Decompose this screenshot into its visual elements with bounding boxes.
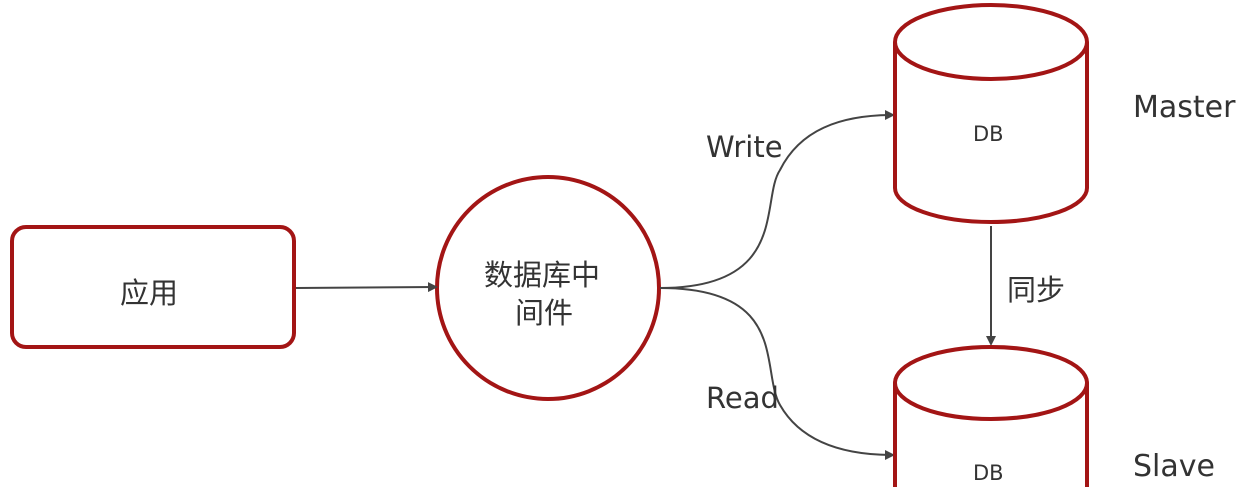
app-label: 应用	[120, 276, 179, 310]
app-node	[10, 225, 296, 349]
write-label: Write	[706, 130, 783, 164]
sync-label: 同步	[1007, 273, 1066, 307]
slave-db-cylinder	[893, 345, 1089, 487]
read-label: Read	[706, 381, 779, 415]
master-db-label: DB	[973, 122, 1004, 146]
slave-db-label: DB	[973, 461, 1004, 485]
middleware-label-line2: 间件	[515, 296, 574, 330]
slave-role-label: Slave	[1133, 449, 1215, 484]
master-role-label: Master	[1133, 90, 1236, 125]
master-db-cylinder	[893, 3, 1089, 224]
read-arrow	[659, 287, 895, 460]
middleware-label-line1: 数据库中	[484, 258, 601, 292]
app-to-middleware-arrow	[295, 282, 438, 293]
write-arrow	[659, 110, 895, 289]
